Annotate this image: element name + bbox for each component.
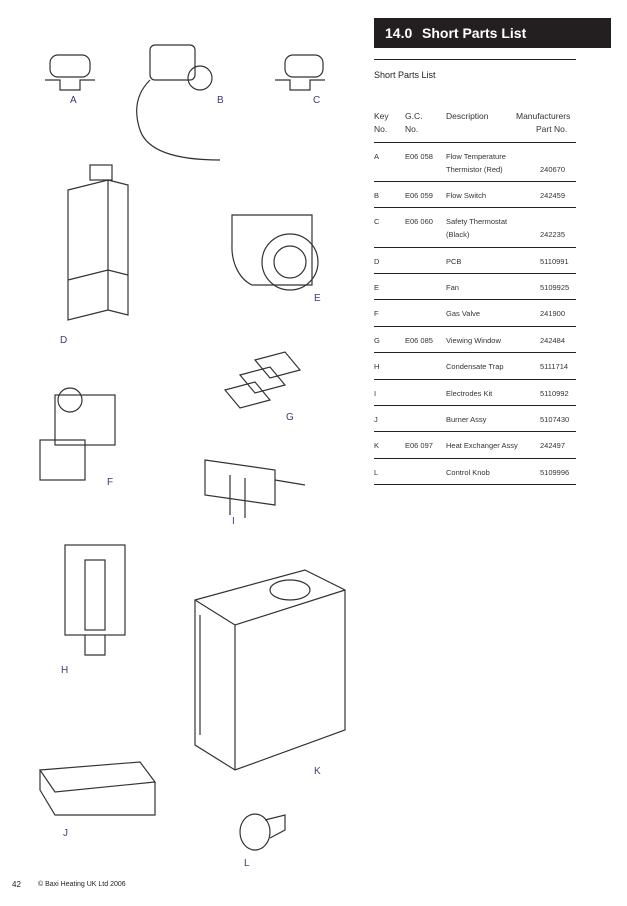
figure-label: D (60, 335, 68, 346)
section-number: 14.0 (385, 25, 413, 41)
description-cell: Heat Exchanger Assy (446, 441, 518, 450)
copyright: © Baxi Heating UK Ltd 2006 (38, 881, 126, 888)
description-cell: Flow Switch (446, 191, 487, 200)
thermostat-c-drawing (275, 54, 325, 91)
header-key: No. (374, 124, 388, 134)
part-cell: 5110992 (540, 389, 569, 398)
figure-label: K (314, 766, 321, 777)
part-cell: 5109925 (540, 283, 570, 292)
figure-label: J (63, 828, 68, 839)
section-banner: 14.0 Short Parts List (374, 18, 611, 48)
header-key: Key (374, 111, 389, 121)
gas-valve-f-drawing (39, 387, 116, 481)
row-divider (374, 379, 576, 380)
section-title: Short Parts List (422, 25, 527, 41)
header-part: Manufacturers (516, 111, 571, 121)
header-gc: No. (405, 124, 419, 134)
description-cell: (Black) (446, 230, 470, 239)
part-cell: 242459 (540, 191, 566, 200)
part-cell: 5109996 (540, 468, 570, 477)
description-cell: Electrodes Kit (446, 389, 493, 398)
row-divider (374, 181, 576, 182)
row-divider (374, 484, 576, 485)
key-cell: L (374, 468, 379, 477)
key-cell: H (374, 362, 380, 371)
page-number: 42 (12, 880, 21, 889)
pcb-d-drawing (67, 164, 129, 321)
description-cell: Condensate Trap (446, 362, 504, 371)
figure-label: E (314, 293, 321, 304)
condensate-trap-h-drawing (64, 544, 126, 656)
heat-exchanger-k-drawing (194, 569, 346, 771)
part-cell: 5111714 (540, 362, 569, 371)
gc-cell: E06 058 (405, 152, 433, 161)
part-cell: 242497 (540, 441, 566, 450)
part-cell: 5107430 (540, 415, 570, 424)
key-cell: C (374, 217, 380, 226)
row-divider (374, 352, 576, 353)
gc-cell: E06 059 (405, 191, 433, 200)
row-divider (374, 207, 576, 208)
header-description: Description (446, 111, 489, 121)
key-cell: I (374, 389, 377, 398)
description-cell: PCB (446, 257, 462, 266)
figure-label: C (313, 95, 321, 106)
key-cell: B (374, 191, 380, 200)
gc-cell: E06 097 (405, 441, 433, 450)
thermistor-a-drawing (45, 54, 95, 91)
flow-switch-b-drawing (136, 44, 221, 161)
description-cell: Gas Valve (446, 309, 481, 318)
part-cell: 240670 (540, 165, 566, 174)
header-gc: G.C. (405, 111, 423, 121)
divider (374, 59, 576, 60)
row-divider (374, 247, 576, 248)
key-cell: A (374, 152, 380, 161)
part-cell: 242235 (540, 230, 566, 239)
burner-j-drawing (38, 761, 157, 816)
row-divider (374, 431, 576, 432)
figure-label: B (217, 95, 224, 106)
row-divider (374, 299, 576, 300)
electrodes-i-drawing (204, 459, 306, 518)
description-cell: Control Knob (446, 468, 490, 477)
figure-label: G (286, 412, 294, 423)
figure-label: F (107, 477, 114, 488)
part-cell: 242484 (540, 336, 566, 345)
description-cell: Thermistor (Red) (446, 165, 503, 174)
control-knob-l-drawing (239, 813, 286, 851)
description-cell: Burner Assy (446, 415, 487, 424)
key-cell: J (374, 415, 378, 424)
figure-label: A (70, 95, 77, 106)
description-cell: Safety Thermostat (446, 217, 508, 226)
description-cell: Viewing Window (446, 336, 501, 345)
key-cell: G (374, 336, 380, 345)
row-divider (374, 273, 576, 274)
viewing-window-g-drawing (223, 351, 302, 409)
part-cell: 5110991 (540, 257, 569, 266)
row-divider (374, 142, 576, 143)
gc-cell: E06 085 (405, 336, 433, 345)
table-title: Short Parts List (374, 70, 436, 80)
row-divider (374, 326, 576, 327)
fan-e-drawing (231, 214, 319, 291)
row-divider (374, 458, 576, 459)
key-cell: F (374, 309, 379, 318)
figure-label: I (232, 516, 235, 527)
key-cell: K (374, 441, 380, 450)
header-part: Part No. (536, 124, 568, 134)
row-divider (374, 405, 576, 406)
description-cell: Flow Temperature (446, 152, 506, 161)
figure-label: L (244, 858, 250, 869)
gc-cell: E06 060 (405, 217, 433, 226)
description-cell: Fan (446, 283, 459, 292)
key-cell: D (374, 257, 380, 266)
figure-label: H (61, 665, 69, 676)
part-cell: 241900 (540, 309, 566, 318)
key-cell: E (374, 283, 380, 292)
